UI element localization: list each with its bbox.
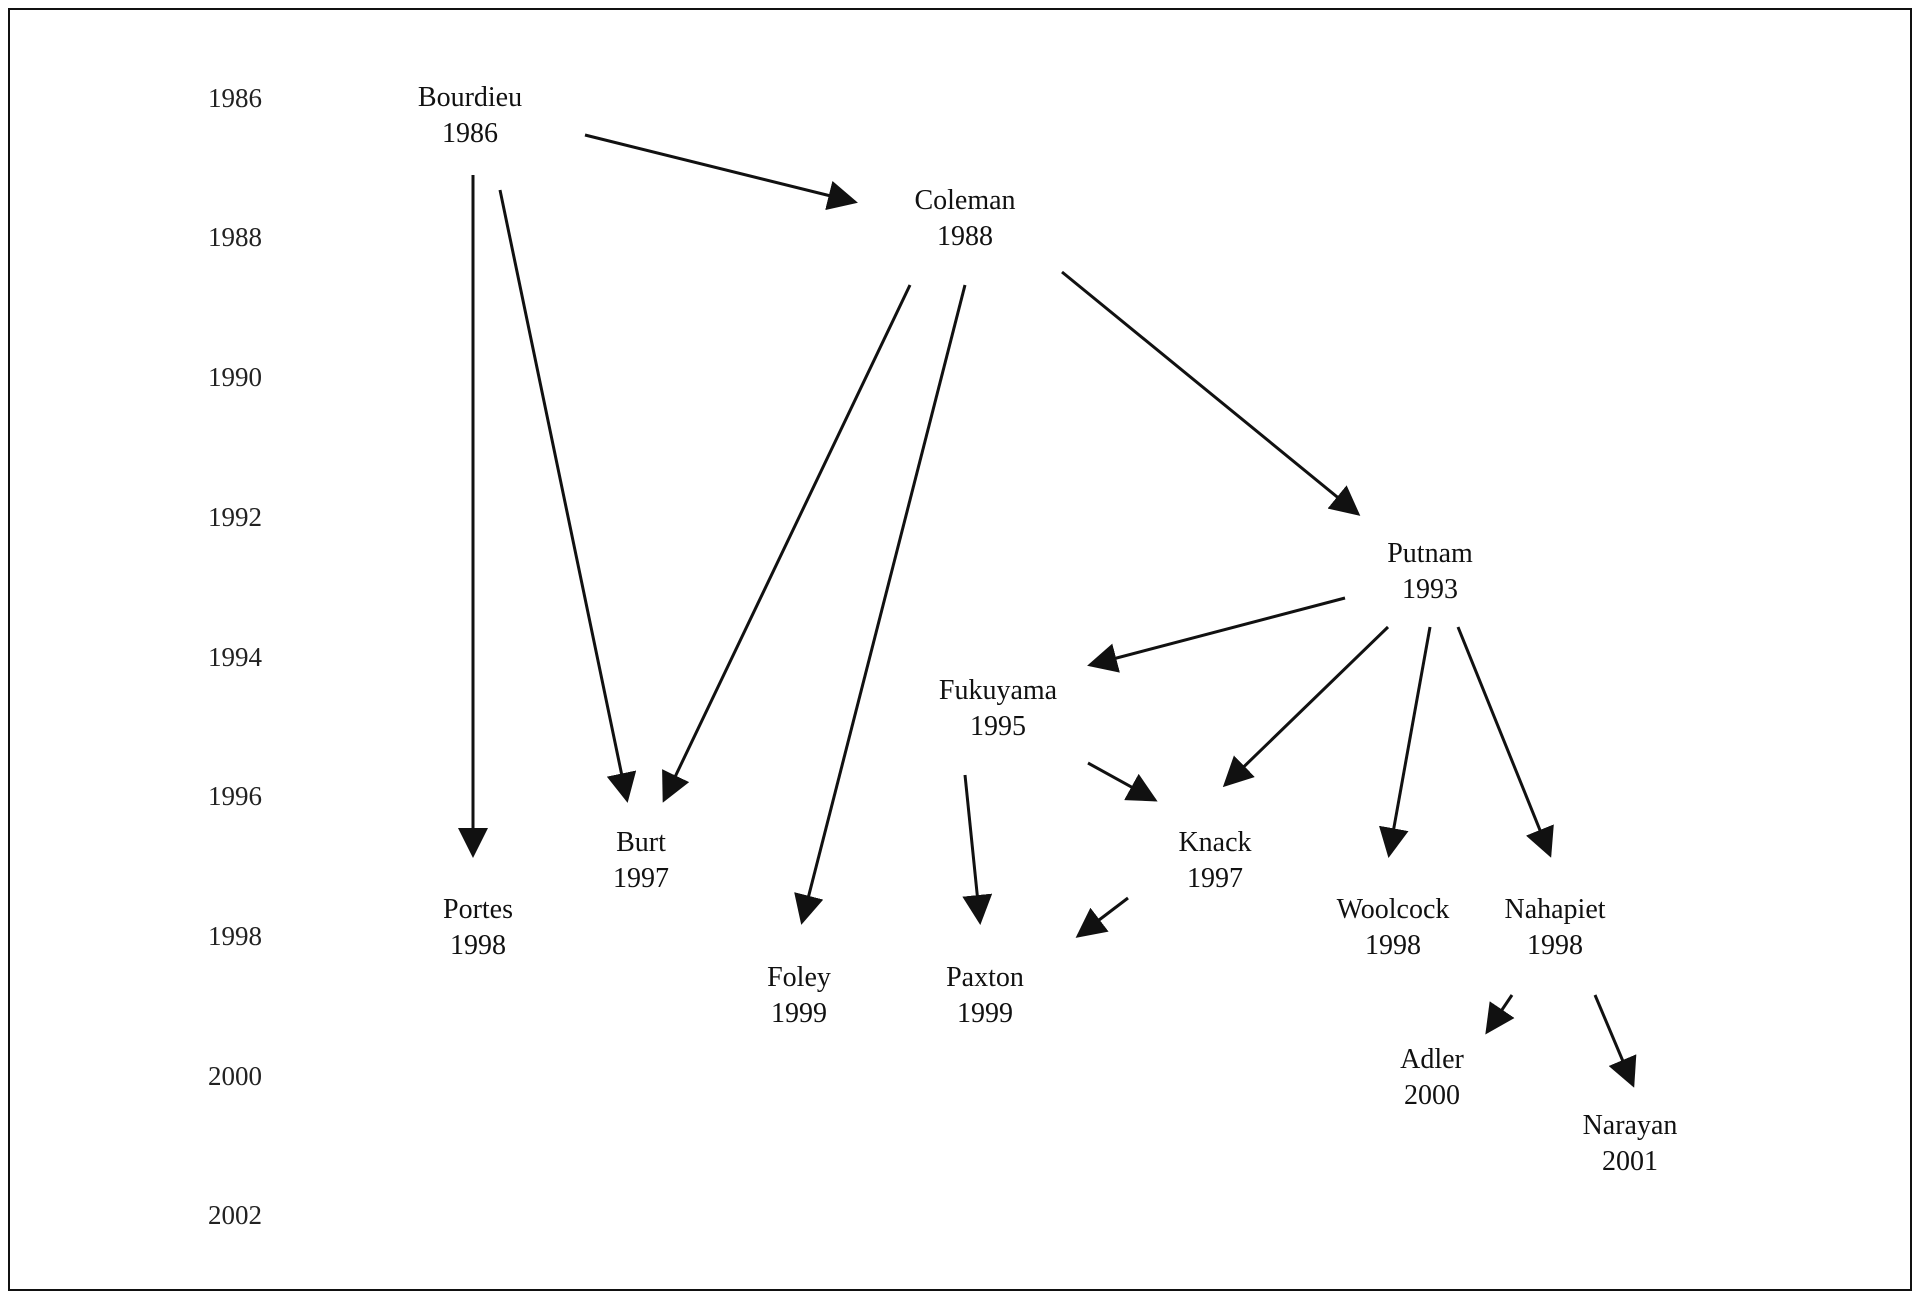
arrow-nahapiet-narayan (1593, 994, 1637, 1088)
node-paxton-year: 1999 (957, 998, 1013, 1029)
node-paxton: Paxton 1999 (875, 960, 1095, 1032)
node-adler-year: 2000 (1404, 1080, 1460, 1111)
node-fukuyama-year: 1995 (970, 711, 1026, 742)
node-adler: Adler 2000 (1322, 1042, 1542, 1114)
node-woolcock-name: Woolcock (1336, 894, 1450, 925)
year-label-2000: 2000 (208, 1061, 262, 1091)
node-fukuyama: Fukuyama 1995 (888, 673, 1108, 745)
year-label-1996: 1996 (208, 781, 262, 811)
node-putnam-name: Putnam (1387, 538, 1473, 569)
node-portes: Portes 1998 (368, 892, 588, 964)
node-paxton-name: Paxton (946, 962, 1024, 993)
node-nahapiet-name: Nahapiet (1504, 894, 1606, 925)
node-burt: Burt 1997 (531, 825, 751, 897)
year-label-1994: 1994 (208, 642, 262, 672)
arrow-nahapiet-adler (1485, 994, 1515, 1035)
node-coleman: Coleman 1988 (855, 183, 1075, 255)
year-label-1986: 1986 (208, 83, 262, 113)
arrow-knack-paxton (1075, 896, 1129, 938)
node-burt-year: 1997 (613, 863, 669, 894)
year-label-1988: 1988 (208, 222, 262, 252)
arrow-fukuyama-knack (1087, 761, 1158, 802)
year-label-1990: 1990 (208, 362, 262, 392)
arrow-fukuyama-paxton (962, 774, 993, 925)
node-coleman-year: 1988 (937, 221, 993, 252)
node-portes-year: 1998 (450, 930, 506, 961)
year-label-1992: 1992 (208, 502, 262, 532)
arrow-putnam-fukuyama (1087, 596, 1346, 673)
node-narayan-name: Narayan (1582, 1110, 1678, 1141)
arrow-bourdieu-burt (498, 189, 637, 803)
diagram-frame (8, 8, 1912, 1291)
arrow-bourdieu-coleman (584, 133, 858, 211)
year-label-2002: 2002 (208, 1200, 262, 1230)
node-narayan-year: 2001 (1602, 1146, 1658, 1177)
node-nahapiet-year: 1998 (1527, 930, 1583, 961)
arrow-coleman-putnam (1061, 270, 1361, 516)
node-foley-name: Foley (767, 962, 831, 993)
node-knack-name: Knack (1178, 827, 1252, 858)
arrow-putnam-woolcock (1379, 626, 1432, 858)
arrow-putnam-knack (1222, 625, 1390, 788)
node-bourdieu-name: Bourdieu (417, 82, 523, 113)
node-putnam-year: 1993 (1402, 574, 1458, 605)
node-bourdieu-year: 1986 (442, 118, 498, 149)
node-foley: Foley 1999 (689, 960, 909, 1032)
node-knack-year: 1997 (1187, 863, 1243, 894)
node-nahapiet: Nahapiet 1998 (1445, 892, 1665, 964)
node-narayan: Narayan 2001 (1520, 1108, 1740, 1180)
node-adler-name: Adler (1400, 1044, 1464, 1075)
arrow-coleman-burt (662, 284, 912, 803)
arrow-coleman-foley (794, 284, 967, 925)
node-bourdieu: Bourdieu 1986 (360, 80, 580, 152)
node-foley-year: 1999 (771, 998, 827, 1029)
node-fukuyama-name: Fukuyama (938, 675, 1058, 706)
year-label-1998: 1998 (208, 921, 262, 951)
node-knack: Knack 1997 (1105, 825, 1325, 897)
node-woolcock: Woolcock 1998 (1283, 892, 1503, 964)
node-putnam: Putnam 1993 (1320, 536, 1540, 608)
node-coleman-name: Coleman (914, 185, 1016, 216)
node-woolcock-year: 1998 (1365, 930, 1421, 961)
arrow-putnam-nahapiet (1456, 626, 1554, 858)
node-portes-name: Portes (443, 894, 513, 925)
node-burt-name: Burt (616, 827, 666, 858)
